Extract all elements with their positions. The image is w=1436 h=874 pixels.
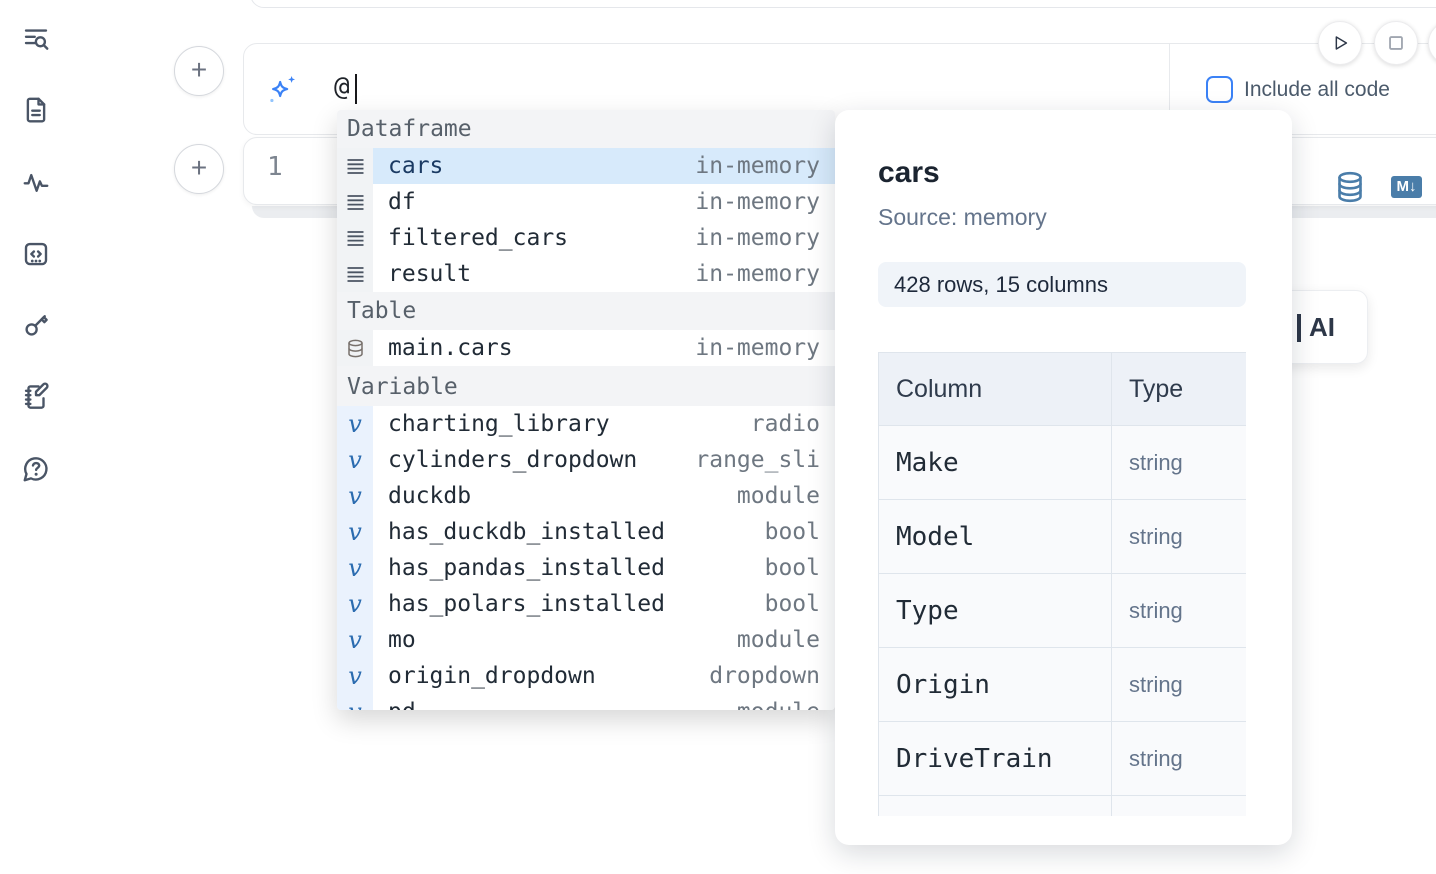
dataframe-icon: [337, 148, 373, 184]
autocomplete-item[interactable]: df in-memory: [337, 184, 835, 220]
autocomplete-item[interactable]: v mo module: [337, 622, 835, 658]
table-row: Model string: [878, 499, 1246, 574]
scratchpad-icon[interactable]: [21, 382, 51, 412]
table-row: Make string: [878, 425, 1246, 500]
schema-table: Column Type Make string Model string Typ…: [878, 352, 1246, 816]
help-icon[interactable]: [21, 454, 51, 484]
table-row: DriveTrain string: [878, 721, 1246, 796]
stop-icon: [1389, 36, 1403, 50]
key-icon[interactable]: [21, 310, 51, 340]
autocomplete-item[interactable]: v origin_dropdown dropdown: [337, 658, 835, 694]
markdown-icon[interactable]: M↓: [1391, 176, 1422, 198]
autocomplete-item[interactable]: main.cars in-memory: [337, 330, 835, 366]
variable-icon: v: [337, 478, 373, 514]
shape-badge: 428 rows, 15 columns: [878, 262, 1246, 307]
add-cell-below-button[interactable]: +: [174, 144, 224, 194]
variable-icon: v: [337, 622, 373, 658]
panel-title: cars: [878, 156, 940, 189]
variable-icon: v: [337, 550, 373, 586]
table-header-row: Column Type: [878, 352, 1246, 426]
activity-icon[interactable]: [21, 167, 51, 197]
dataframe-icon: [337, 256, 373, 292]
panel-source: Source: memory: [878, 204, 1047, 230]
code-snippets-icon[interactable]: [21, 239, 51, 269]
schema-table-wrapper: Column Type Make string Model string Typ…: [878, 352, 1246, 816]
variable-icon: v: [337, 514, 373, 550]
autocomplete-item[interactable]: v charting_library radio: [337, 406, 835, 442]
type-header: Type: [1111, 352, 1246, 426]
autocomplete-item[interactable]: result in-memory: [337, 256, 835, 292]
sparkles-icon: [266, 74, 298, 106]
run-cell-button[interactable]: [1318, 21, 1362, 65]
variable-icon: v: [337, 586, 373, 622]
play-icon: [1335, 36, 1348, 50]
prompt-divider: [1169, 44, 1170, 134]
include-all-code-label[interactable]: Include all code: [1244, 78, 1390, 101]
autocomplete-item[interactable]: v has_polars_installed bool: [337, 586, 835, 622]
section-header-variable: Variable: [337, 366, 835, 406]
table-row: Type string: [878, 573, 1246, 648]
dataframe-icon: [337, 184, 373, 220]
line-number: 1: [267, 152, 283, 182]
dataframe-preview-panel: cars Source: memory 428 rows, 15 columns…: [835, 110, 1292, 845]
column-header: Column: [878, 352, 1112, 426]
text-cursor: [355, 74, 357, 104]
autocomplete-item[interactable]: v has_duckdb_installed bool: [337, 514, 835, 550]
add-cell-above-button[interactable]: +: [174, 46, 224, 96]
variable-icon: v: [337, 658, 373, 694]
variable-icon: v: [337, 442, 373, 478]
stop-button[interactable]: [1374, 21, 1418, 65]
section-header-table: Table: [337, 292, 835, 330]
table-row: [878, 795, 1246, 816]
include-all-code-checkbox[interactable]: [1206, 76, 1233, 103]
autocomplete-item[interactable]: v duckdb module: [337, 478, 835, 514]
autocomplete-item[interactable]: v has_pandas_installed bool: [337, 550, 835, 586]
dataframe-icon: [337, 220, 373, 256]
ai-prompt-input[interactable]: @: [334, 72, 350, 102]
variable-icon: v: [337, 694, 373, 710]
autocomplete-item[interactable]: v pd module: [337, 694, 835, 710]
autocomplete-item[interactable]: cars in-memory: [337, 148, 835, 184]
clipped-letter: [1297, 314, 1301, 342]
previous-cell: [250, 0, 1436, 8]
autocomplete-item[interactable]: v cylinders_dropdown range_sli: [337, 442, 835, 478]
file-text-icon[interactable]: [21, 95, 51, 125]
table-icon: [337, 330, 373, 366]
variable-icon: v: [337, 406, 373, 442]
list-search-icon[interactable]: [21, 23, 51, 53]
autocomplete-popup: Dataframe cars in-memory df in-memory fi…: [337, 110, 835, 710]
section-header-dataframe: Dataframe: [337, 110, 835, 148]
database-icon[interactable]: [1336, 171, 1364, 203]
autocomplete-item[interactable]: filtered_cars in-memory: [337, 220, 835, 256]
sidebar: [0, 0, 70, 874]
table-row: Origin string: [878, 647, 1246, 722]
